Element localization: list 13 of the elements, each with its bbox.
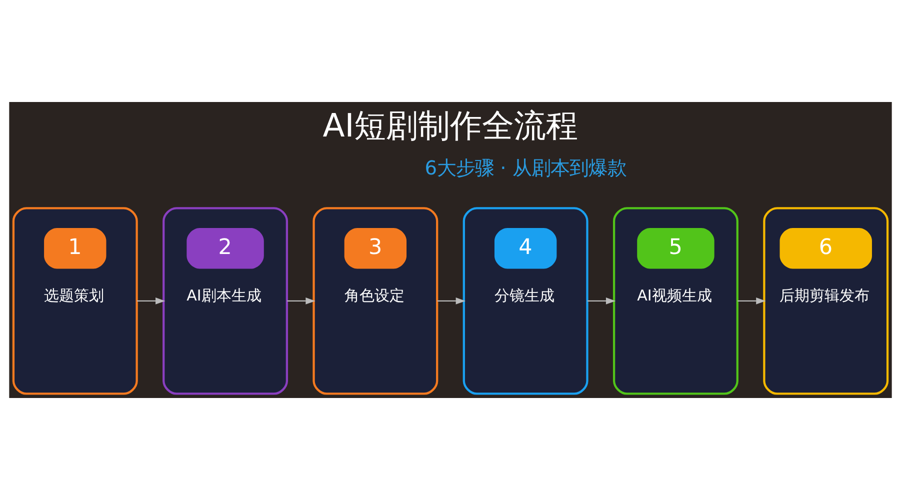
arrow <box>286 298 315 304</box>
node-box: 3 角色设定 <box>312 207 438 395</box>
node-box: 6 后期剪辑发布 <box>762 207 888 395</box>
node-box: 2 AI剧本生成 <box>162 207 288 395</box>
node-box: 5 AI视频生成 <box>612 207 738 395</box>
arrow <box>737 298 766 304</box>
arrow <box>136 298 165 304</box>
node-box: 4 分镜生成 <box>462 207 588 395</box>
diagram-title: AI短剧制作全流程 <box>322 106 578 144</box>
arrow <box>586 298 616 304</box>
label: 6大步骤 · 从剧本到爆款 <box>424 156 626 180</box>
node-box: 1 选题策划 <box>12 207 138 395</box>
arrow <box>436 298 465 304</box>
